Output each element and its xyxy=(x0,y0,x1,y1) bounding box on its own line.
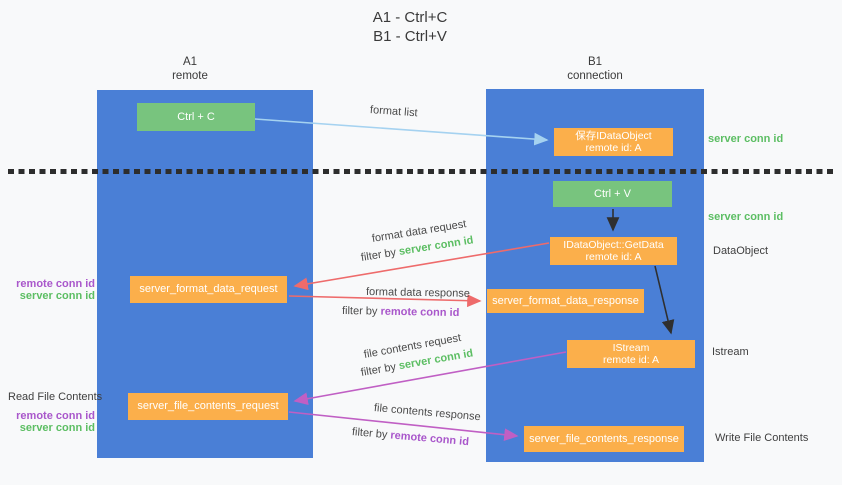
filter-by-text: filter by xyxy=(359,360,400,379)
node-ctrl-v: Ctrl + V xyxy=(553,181,672,207)
node-idataobject-getdata: IDataObject::GetData remote id: A xyxy=(550,237,677,265)
node-save-idataobject: 保存IDataObject remote id: A xyxy=(554,128,673,156)
edge-label-file-contents-response: file contents response xyxy=(373,402,482,424)
remote-conn-id-keyword: remote conn id xyxy=(389,429,470,449)
lifeline-a1-name: A1 xyxy=(182,56,198,68)
node-save-idataobject-line1: 保存IDataObject xyxy=(575,130,652,142)
annotation-left-bottom-conn-ids: remote conn id server conn id xyxy=(10,410,95,434)
node-getdata-line1: IDataObject::GetData xyxy=(563,239,664,251)
node-server-file-contents-request: server_file_contents_request xyxy=(128,393,288,420)
node-save-idataobject-line2: remote id: A xyxy=(585,142,642,154)
node-istream-line1: IStream xyxy=(612,342,650,354)
node-server-format-data-response: server_format_data_response xyxy=(487,289,644,313)
annotation-remote-conn-id: remote conn id xyxy=(16,278,95,290)
filter-by-text: filter by xyxy=(341,305,381,318)
node-server-file-contents-request-label: server_file_contents_request xyxy=(137,400,279,412)
node-ctrl-c: Ctrl + C xyxy=(137,103,255,131)
lifeline-a1-role: remote xyxy=(172,70,208,82)
node-server-format-data-response-label: server_format_data_response xyxy=(492,294,639,307)
lifeline-header-b1: B1 connection xyxy=(525,55,665,83)
node-istream-line2: remote id: A xyxy=(602,354,660,366)
edge-label-filter-remote-1: filter by remote conn id xyxy=(342,305,460,319)
lifeline-b1-name: B1 xyxy=(587,56,603,68)
remote-conn-id-keyword: remote conn id xyxy=(380,305,460,320)
diagram-title-line2: B1 - Ctrl+V xyxy=(373,28,447,45)
node-server-format-data-request: server_format_data_request xyxy=(130,276,287,303)
node-ctrl-v-label: Ctrl + V xyxy=(594,187,631,200)
annotation-server-conn-id: server conn id xyxy=(19,289,95,302)
annotation-dataobject: DataObject xyxy=(713,245,769,257)
node-istream: IStream remote id: A xyxy=(567,340,695,368)
annotation-read-file-contents: Read File Contents xyxy=(8,391,103,403)
edge-label-filter-remote-2: filter by remote conn id xyxy=(351,426,469,448)
filter-by-text: filter by xyxy=(351,426,391,442)
session-divider-dotted-line xyxy=(8,169,834,174)
edge-label-format-list: format list xyxy=(369,104,418,120)
annotation-istream: Istream xyxy=(712,346,749,358)
annotation-left-mid-conn-ids: remote conn id server conn id xyxy=(10,278,95,302)
annotation-server-conn-id: server conn id xyxy=(19,421,95,434)
lifeline-b1-role: connection xyxy=(567,70,623,82)
annotation-remote-conn-id: remote conn id xyxy=(16,410,95,422)
diagram-title-line1: A1 - Ctrl+C xyxy=(372,9,448,26)
edge-label-format-data-response: format data response xyxy=(365,286,471,300)
node-ctrl-c-label: Ctrl + C xyxy=(177,110,215,123)
node-server-format-data-request-label: server_format_data_request xyxy=(139,283,278,295)
annotation-server-conn-id-mid: server conn id xyxy=(708,211,784,223)
annotation-server-conn-id-top: server conn id xyxy=(708,133,784,145)
diagram-title: A1 - Ctrl+C B1 - Ctrl+V xyxy=(320,8,500,46)
node-server-file-contents-response: server_file_contents_response xyxy=(524,426,684,452)
lifeline-header-a1: A1 remote xyxy=(120,55,260,83)
annotation-write-file-contents: Write File Contents xyxy=(715,432,809,444)
node-getdata-line2: remote id: A xyxy=(585,251,642,263)
filter-by-text: filter by xyxy=(360,246,400,264)
node-server-file-contents-response-label: server_file_contents_response xyxy=(529,432,679,445)
